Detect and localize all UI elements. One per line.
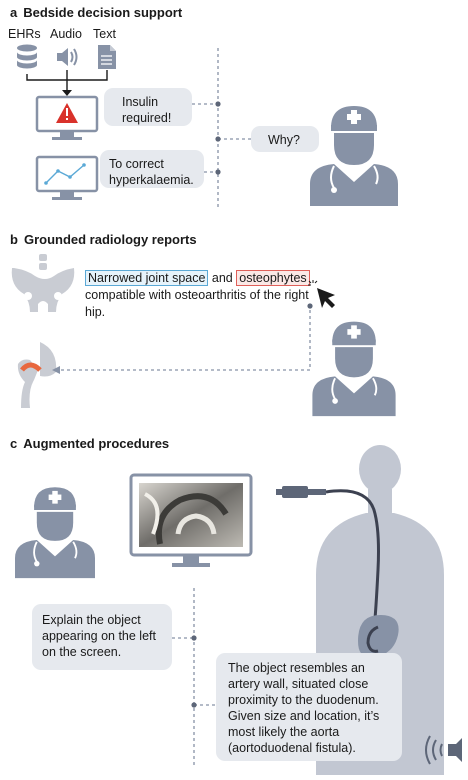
pelvis-icon [11, 254, 75, 312]
doctor-figure-c [15, 487, 95, 579]
reason-bubble: To correct hyperkalaemia. [100, 150, 204, 188]
doctor-figure-b [312, 321, 396, 417]
why-bubble: Why? [251, 126, 319, 152]
panel-a-heading: Bedside decision support [23, 5, 183, 20]
alert-monitor-icon [35, 95, 99, 140]
report-connector: and [211, 271, 233, 285]
source-label-audio: Audio [50, 27, 82, 41]
panel-c-title: c Augmented procedures [10, 436, 169, 451]
cursor-icon [308, 280, 335, 308]
sound-output-icon [425, 735, 462, 765]
report-body: compatible with osteoarthritis of the ri… [85, 288, 309, 319]
source-label-text: Text [93, 27, 116, 41]
input-merge-arrow [26, 70, 108, 96]
answer-bubble: The object resembles an artery wall, sit… [216, 653, 402, 761]
source-label-ehrs: EHRs [8, 27, 41, 41]
speaker-icon [57, 48, 78, 66]
question-bubble: Explain the object appearing on the left… [32, 604, 172, 670]
radiology-report: Narrowed joint space and osteophytes com… [85, 270, 310, 321]
chart-monitor-icon [35, 155, 99, 200]
alert-bubble: Insulin required! [104, 88, 192, 126]
panel-a-letter: a [10, 5, 18, 20]
finding-joint-space[interactable]: Narrowed joint space [85, 270, 209, 286]
endoscopy-monitor [129, 473, 253, 567]
finding-osteophytes[interactable]: osteophytes [236, 270, 310, 286]
panel-b-title: b Grounded radiology reports [10, 232, 197, 247]
document-icon [98, 45, 116, 69]
doctor-figure-a [310, 106, 398, 206]
panel-c-letter: c [10, 436, 18, 451]
panel-b-letter: b [10, 232, 18, 247]
panel-c-heading: Augmented procedures [23, 436, 170, 451]
panel-b-heading: Grounded radiology reports [23, 232, 197, 247]
hip-joint-icon [17, 342, 57, 408]
panel-b-connector [52, 303, 313, 374]
database-icon [17, 44, 37, 69]
panel-a-connector [192, 48, 251, 208]
panel-a-title: a Bedside decision support [10, 5, 182, 20]
